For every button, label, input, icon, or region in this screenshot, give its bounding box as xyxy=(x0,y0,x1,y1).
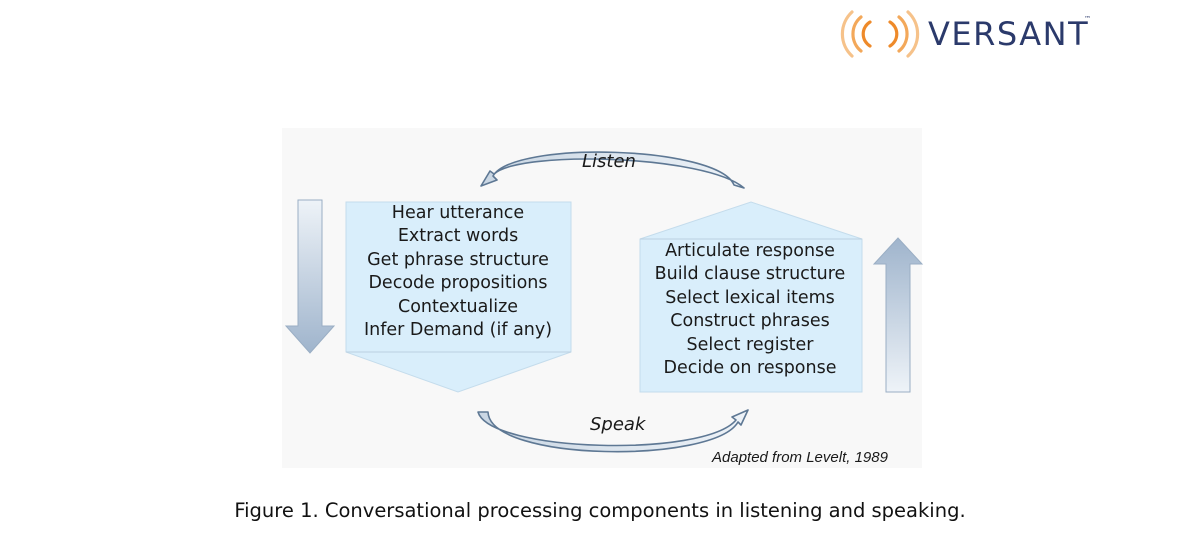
listening-step: Hear utterance xyxy=(391,203,525,223)
logo-trademark: ™ xyxy=(1084,15,1091,23)
sound-wave-logo-icon xyxy=(840,10,920,58)
speaking-step: Select register xyxy=(686,334,814,355)
versant-logo: VERSANT ™ xyxy=(834,6,1096,62)
speaking-step: Select lexical items xyxy=(665,287,835,308)
speaking-steps-list: Articulate response Build clause structu… xyxy=(640,240,860,380)
logo-wordmark: VERSANT xyxy=(928,15,1090,53)
listening-steps-list: Hear utterance Extract words Get phrase … xyxy=(348,202,568,342)
speak-curved-arrow-icon xyxy=(477,409,749,453)
citation: Adapted from Levelt, 1989 xyxy=(712,449,888,466)
speaking-step: Decide on response xyxy=(663,358,837,379)
speaking-step: Articulate response xyxy=(665,241,835,261)
listening-box xyxy=(345,201,572,393)
listen-label: Listen xyxy=(582,151,636,172)
speaking-box xyxy=(639,201,863,393)
listening-step: Get phrase structure xyxy=(367,249,549,270)
speaking-step: Build clause structure xyxy=(654,264,846,285)
listening-step: Infer Demand (if any) xyxy=(363,320,553,341)
speak-label: Speak xyxy=(590,414,646,435)
down-arrow-icon xyxy=(284,199,336,354)
listening-step: Contextualize xyxy=(397,296,519,317)
figure-caption: Figure 1. Conversational processing comp… xyxy=(234,499,966,522)
listening-step: Extract words xyxy=(397,226,519,247)
speaking-step: Construct phrases xyxy=(670,311,830,332)
listen-curved-arrow-icon xyxy=(480,151,745,189)
up-arrow-icon xyxy=(872,237,924,393)
listening-step: Decode propositions xyxy=(368,273,548,294)
